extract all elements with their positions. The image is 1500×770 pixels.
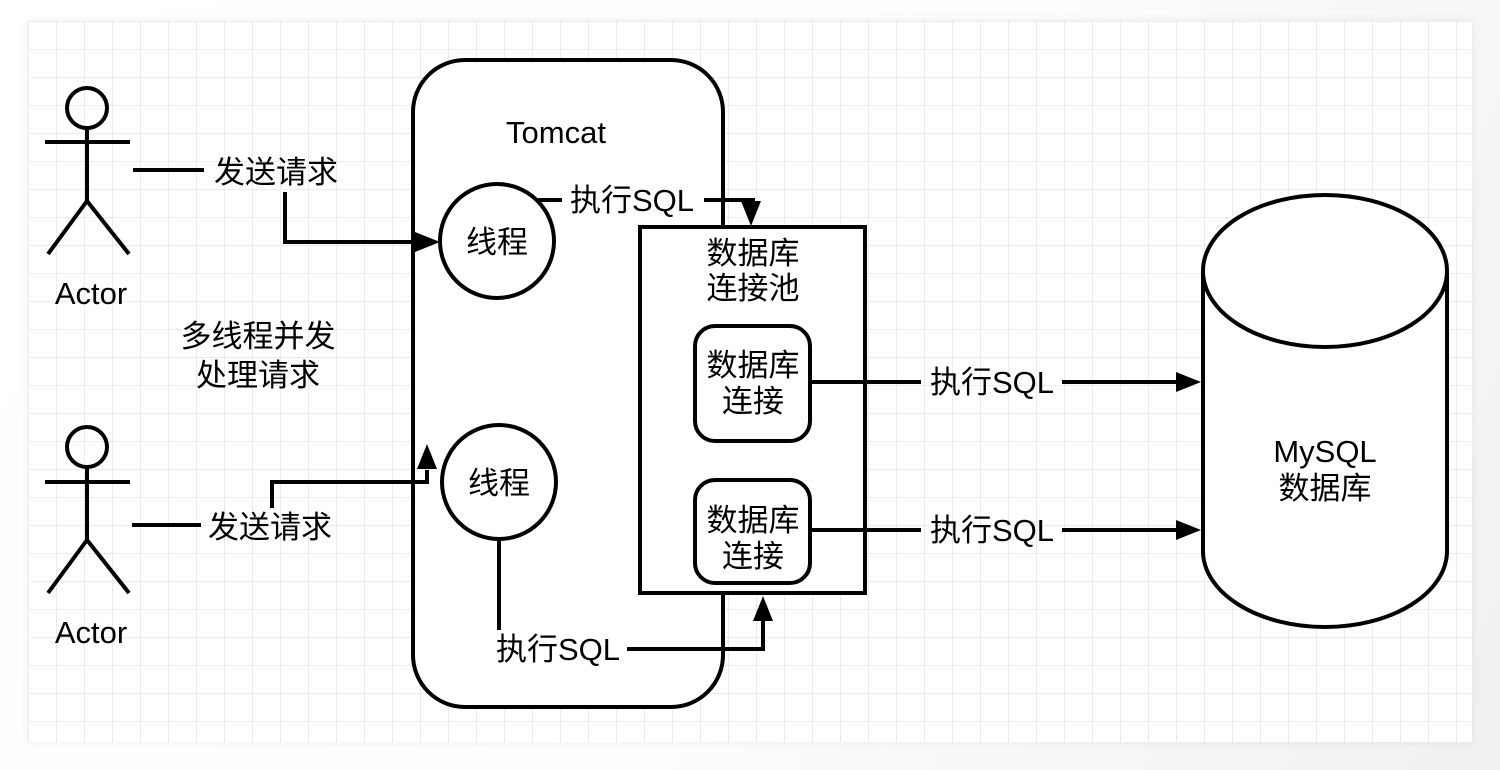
edge-exec-sql-thread-top xyxy=(538,198,761,226)
actor-label-top: Actor xyxy=(55,276,127,311)
exec-sql-label-conn-top: 执行SQL xyxy=(930,365,1054,400)
note-multithread-line1: 多线程并发 xyxy=(181,319,336,354)
actor-figure-top xyxy=(45,86,131,256)
actor-figure-bottom xyxy=(45,425,131,595)
exec-sql-label-thread-top: 执行SQL xyxy=(570,183,694,218)
edge-exec-sql-conn-bottom xyxy=(810,520,1201,540)
tomcat-title: Tomcat xyxy=(506,115,606,150)
thread-circle-top xyxy=(438,182,556,300)
thread-label-top: 线程 xyxy=(466,225,528,260)
edge-exec-sql-conn-top xyxy=(810,372,1201,392)
pool-title-line2: 连接池 xyxy=(707,271,800,306)
pool-title-line1: 数据库 xyxy=(707,236,800,271)
db-connection-bottom-label-line2: 连接 xyxy=(722,539,784,574)
db-connection-top-label-line1: 数据库 xyxy=(707,348,800,383)
exec-sql-label-conn-bottom: 执行SQL xyxy=(930,513,1054,548)
db-connection-bottom-label-line1: 数据库 xyxy=(707,503,800,538)
exec-sql-label-thread-bottom: 执行SQL xyxy=(496,632,620,667)
mysql-cylinder xyxy=(1201,193,1449,629)
actor-label-bottom: Actor xyxy=(55,615,127,650)
mysql-label-line2: 数据库 xyxy=(1279,471,1372,506)
mysql-label-line1: MySQL xyxy=(1273,434,1376,469)
note-multithread-line2: 处理请求 xyxy=(196,358,320,393)
send-request-label-top: 发送请求 xyxy=(214,155,338,190)
edge-send-request-bottom xyxy=(132,444,437,527)
send-request-label-bottom: 发送请求 xyxy=(208,510,332,545)
edge-exec-sql-thread-bottom xyxy=(497,539,773,651)
db-connection-top-label-line2: 连接 xyxy=(722,384,784,419)
thread-label-bottom: 线程 xyxy=(468,466,530,501)
edge-send-request-top xyxy=(133,168,440,252)
